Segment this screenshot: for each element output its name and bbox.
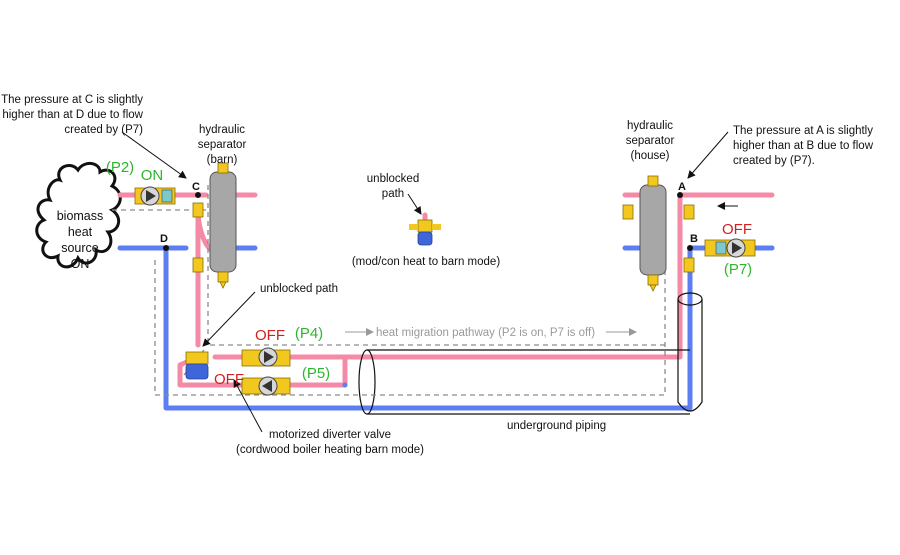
separator-barn-line1: hydraulic — [199, 124, 245, 136]
heat-source-line4: ON — [71, 257, 90, 271]
unblocked-top-line1: unblocked — [367, 173, 419, 185]
pump-p5 — [241, 376, 291, 396]
pump-p5-status: OFF — [214, 371, 244, 388]
pump-p4-name: (P4) — [295, 325, 323, 342]
note-cd-line1: The pressure at C is slightly — [1, 94, 143, 106]
separator-house-line1: hydraulic — [627, 120, 673, 132]
heat-source-line1: biomass — [57, 209, 104, 223]
point-a-label: A — [678, 181, 686, 193]
pump-p7-status: OFF — [722, 221, 752, 238]
separator-house-line3: (house) — [631, 150, 670, 162]
label-separator-barn: hydraulic separator (barn) — [198, 124, 247, 166]
mod-con-mode-label: (mod/con heat to barn mode) — [352, 256, 500, 268]
barn-hydraulic-separator — [209, 162, 237, 289]
label-separator-house: hydraulic separator (house) — [626, 120, 675, 162]
underground-sleeve — [358, 292, 703, 415]
point-b-label: B — [690, 233, 698, 245]
pump-p7 — [704, 238, 756, 258]
point-c-label: C — [192, 181, 200, 193]
pump-p2 — [134, 186, 176, 206]
pump-p7-name: (P7) — [724, 261, 752, 278]
heat-migration-dashes — [112, 185, 666, 396]
note-ab-line2: higher than at B due to flow — [733, 140, 874, 152]
heat-source-line3: source — [61, 241, 99, 255]
label-diverter-valve: motorized diverter valve (cordwood boile… — [236, 429, 424, 456]
pump-p2-status: ON — [141, 167, 164, 184]
point-markers — [163, 192, 693, 251]
separator-house-line2: separator — [626, 135, 675, 147]
pump-p4 — [241, 347, 291, 367]
note-pressure-ab: The pressure at A is slightly higher tha… — [733, 125, 874, 167]
supply-pipe-underground — [342, 257, 683, 360]
heat-source-cloud — [35, 162, 122, 269]
label-unblocked-path-top: unblocked path — [367, 173, 419, 200]
motorized-diverter-valve — [185, 351, 209, 380]
check-valves — [192, 202, 695, 273]
note-cd-line3: created by (P7) — [64, 124, 143, 136]
diverter-line2: (cordwood boiler heating barn mode) — [236, 444, 424, 456]
unblocked-path-label: unblocked path — [260, 283, 338, 295]
house-hydraulic-separator — [639, 175, 667, 292]
separator-barn-line2: separator — [198, 139, 247, 151]
separator-barn-line3: (barn) — [207, 154, 238, 166]
leaders — [121, 131, 738, 433]
heat-source-line2: heat — [68, 225, 93, 239]
label-heat-source: biomass heat source ON — [57, 209, 104, 271]
pump-p2-name: (P2) — [106, 159, 134, 176]
note-ab-line1: The pressure at A is slightly — [733, 125, 873, 137]
return-pipe-d-down — [163, 245, 693, 411]
diverter-line1: motorized diverter valve — [269, 429, 391, 441]
note-pressure-cd: The pressure at C is slightly higher tha… — [1, 94, 144, 136]
pump-p4-status: OFF — [255, 327, 285, 344]
note-ab-line3: created by (P7). — [733, 155, 815, 167]
heat-migration-label: heat migration pathway (P2 is on, P7 is … — [376, 327, 595, 339]
note-cd-line2: higher than at D due to flow — [2, 109, 143, 121]
unblocked-path-valve — [409, 219, 441, 246]
unblocked-top-line2: path — [382, 188, 404, 200]
pump-p5-name: (P5) — [302, 365, 330, 382]
point-d-label: D — [160, 233, 168, 245]
underground-piping-label: underground piping — [507, 420, 606, 432]
